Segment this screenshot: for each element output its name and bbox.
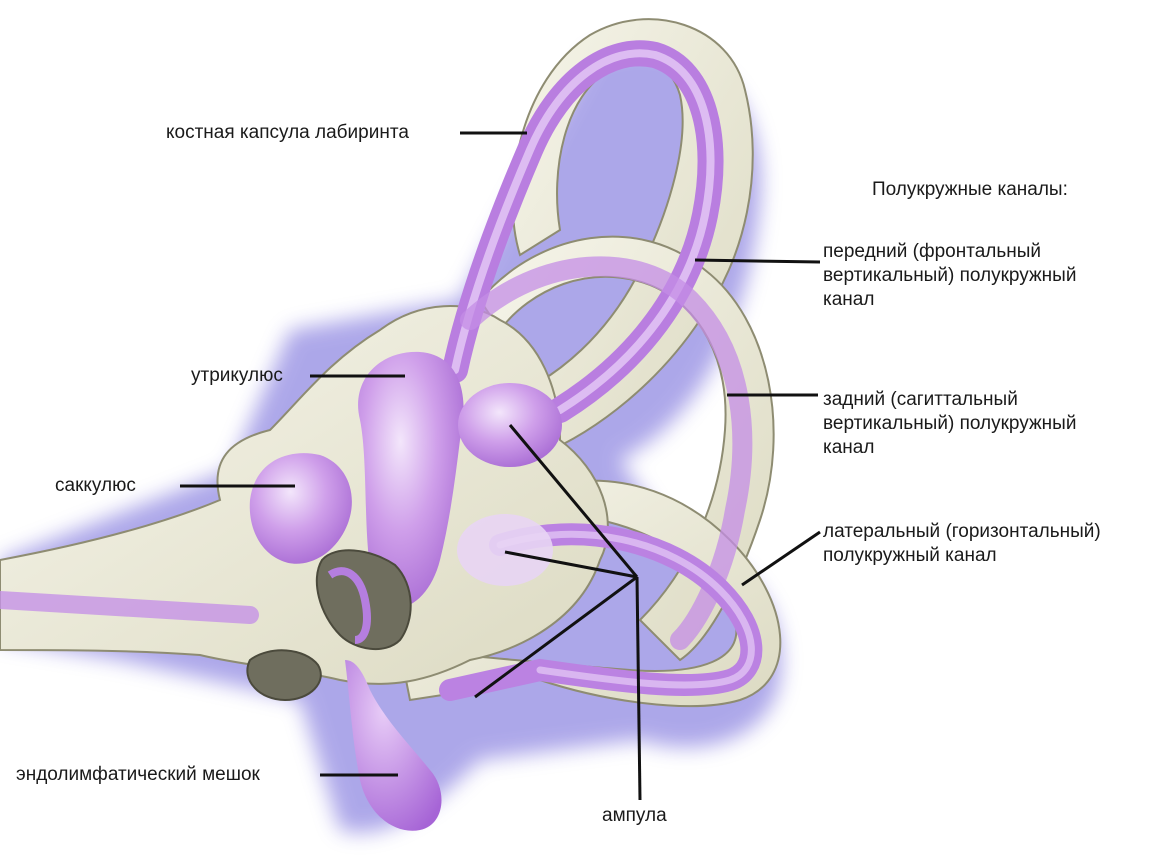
label-anterior-line-1: передний (фронтальный <box>823 240 1076 264</box>
label-posterior-line-2: вертикальный) полукружный <box>823 412 1076 436</box>
label-bony-capsule: костная капсула лабиринта <box>166 121 409 145</box>
label-lateral-line-2: полукружный канал <box>823 544 1101 568</box>
label-lateral-canal: латеральный (горизонтальный) полукружный… <box>823 520 1101 568</box>
label-posterior-line-3: канал <box>823 436 1076 460</box>
label-lateral-line-1: латеральный (горизонтальный) <box>823 520 1101 544</box>
label-posterior-canal: задний (сагиттальный вертикальный) полук… <box>823 388 1076 460</box>
label-endolymphatic-sac: эндолимфатический мешок <box>16 763 260 787</box>
label-posterior-line-1: задний (сагиттальный <box>823 388 1076 412</box>
label-ampulla: ампула <box>602 804 667 828</box>
label-anterior-canal: передний (фронтальный вертикальный) полу… <box>823 240 1076 312</box>
lateral-ampulla <box>457 514 553 586</box>
leader-anterior <box>695 260 820 262</box>
label-utricle: утрикулюс <box>191 364 283 388</box>
label-anterior-line-3: канал <box>823 288 1076 312</box>
label-semicircular-title: Полукружные каналы: <box>872 178 1068 202</box>
label-saccule: саккулюс <box>55 474 136 498</box>
round-window-cavity <box>247 650 320 700</box>
label-anterior-line-2: вертикальный) полукружный <box>823 264 1076 288</box>
